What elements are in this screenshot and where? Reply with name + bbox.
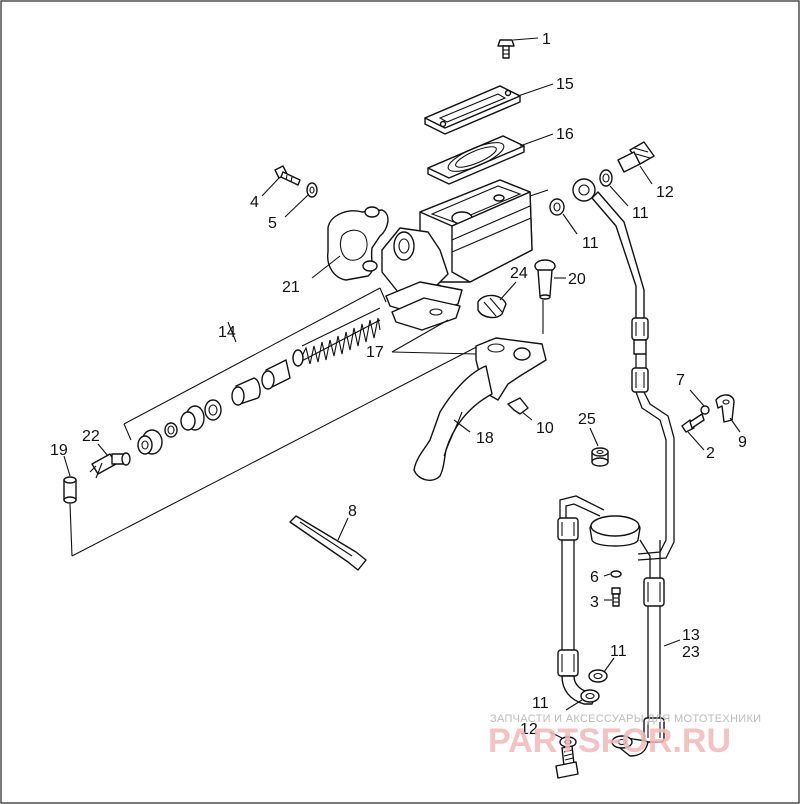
callout-19: 19: [50, 442, 68, 459]
part-2-screw: [681, 413, 705, 451]
part-14-piston-kit: [123, 287, 387, 455]
part-11-washer-lower-banjo: [549, 731, 633, 749]
callout-1: 1: [542, 31, 551, 48]
part-12-banjo-bolt-lower: [555, 745, 579, 779]
part-24-pivot-bushing: [477, 281, 517, 319]
callout-8: 8: [348, 503, 357, 520]
master-cylinder-body: [381, 179, 549, 331]
callout-11-top-left: 11: [582, 235, 599, 252]
part-11-washer-lower-left: [565, 689, 600, 711]
callout-12-lower: 12: [520, 721, 538, 738]
leader-line-kit-lower: [71, 339, 491, 557]
callout-13: 13: [682, 627, 700, 644]
callout-3: 3: [590, 594, 599, 611]
part-11-washer-top-left: [549, 198, 578, 235]
callout-22: 22: [82, 428, 100, 445]
part-5-washer: [284, 182, 318, 218]
part-17-lever-pivot: [391, 319, 477, 355]
part-20-pivot-pin: [534, 259, 566, 334]
callout-6: 6: [590, 569, 599, 586]
callout-17: 17: [366, 344, 384, 361]
callout-5: 5: [268, 215, 277, 232]
part-3-screw: [604, 587, 621, 607]
callout-23: 23: [682, 644, 700, 661]
brake-hose-lower: [557, 495, 681, 757]
part-15-reservoir-cover: [424, 83, 554, 135]
part-19-cap: [63, 455, 77, 557]
part-10-clip: [507, 397, 533, 421]
part-7-washer: [689, 389, 710, 415]
brake-line-upper: [572, 178, 675, 561]
callout-18: 18: [476, 430, 494, 447]
callout-11-top-right: 11: [632, 205, 649, 222]
part-9-clamp-bracket: [715, 394, 741, 433]
part-11-washer-lower-right: [588, 657, 615, 683]
watermark-brand: PARTSFOR.RU: [488, 722, 731, 760]
callout-25: 25: [578, 411, 596, 428]
part-22-bleeder: [89, 443, 131, 479]
part-18-brake-lever: [413, 337, 547, 481]
callout-4: 4: [250, 194, 259, 211]
callout-16: 16: [556, 126, 574, 143]
callout-12-top: 12: [656, 184, 674, 201]
part-8-cable-strap: [289, 515, 367, 571]
part-12-banjo-bolt-top: [617, 141, 655, 185]
callout-21: 21: [282, 279, 300, 296]
part-6-washer: [603, 570, 622, 578]
callout-2: 2: [706, 445, 715, 462]
watermark-caption: ЗАПЧАСТИ И АКСЕССУАРЫ ДЛЯ МОТОТЕХНИКИ: [490, 713, 761, 725]
callout-15: 15: [556, 76, 574, 93]
part-21-handlebar-clamp: [311, 206, 389, 281]
callout-9: 9: [738, 434, 747, 451]
callout-11-lower-left: 11: [532, 695, 549, 712]
callout-7: 7: [676, 372, 685, 389]
part-4-screw: [261, 165, 301, 197]
callout-24: 24: [510, 265, 528, 282]
callout-10: 10: [536, 420, 554, 437]
part-1-screw: [497, 37, 539, 59]
callout-11-lower-right: 11: [610, 643, 627, 660]
callout-14: 14: [218, 324, 236, 341]
callout-20: 20: [568, 271, 586, 288]
part-11-washer-top-right: [599, 169, 629, 207]
part-25-spacer: [589, 427, 609, 467]
part-16-diaphragm: [427, 133, 554, 185]
